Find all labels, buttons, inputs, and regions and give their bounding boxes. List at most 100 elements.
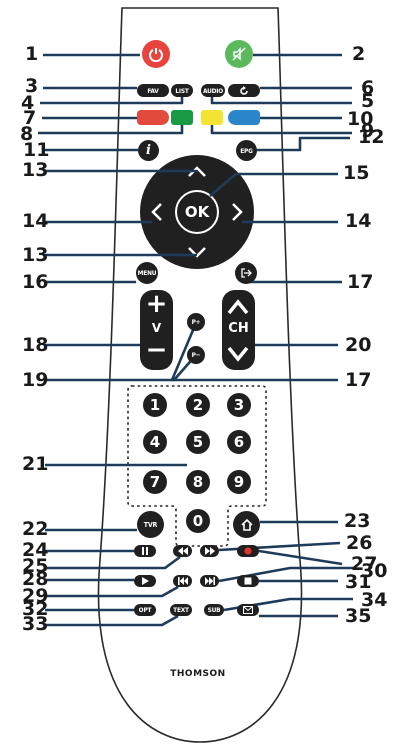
leader-line-27 <box>258 549 343 566</box>
refresh-icon <box>240 85 248 95</box>
digit-button-5[interactable]: 5 <box>186 430 210 454</box>
play-button[interactable] <box>134 575 156 587</box>
callout-number-8: 8 <box>20 123 34 145</box>
mail-button[interactable] <box>237 604 259 616</box>
leader-line-4 <box>40 97 184 105</box>
home-button[interactable] <box>233 511 260 538</box>
callout-number-15: 15 <box>343 162 370 184</box>
red-button[interactable] <box>137 110 169 125</box>
leader-line-29 <box>45 585 179 598</box>
opt-button[interactable]: OPT <box>134 604 156 616</box>
digit-button-2[interactable]: 2 <box>186 393 210 417</box>
home-icon <box>240 518 253 531</box>
skip-back-icon <box>177 577 188 585</box>
callout-number-9: 9 <box>361 120 375 142</box>
callout-number-7: 7 <box>23 107 37 129</box>
callout-number-31: 31 <box>345 571 372 593</box>
digit-button-8[interactable]: 8 <box>186 470 210 494</box>
menu-button[interactable]: MENU <box>136 262 158 284</box>
tvr-button[interactable]: TVR <box>137 511 164 538</box>
leader-lines <box>38 53 353 627</box>
dpad-left-icon <box>151 203 162 221</box>
callout-number-17a: 17 <box>347 271 374 293</box>
record-icon <box>244 547 252 555</box>
leader-line-33 <box>45 614 179 627</box>
callout-number-28: 28 <box>22 568 49 590</box>
pause-icon <box>142 547 148 555</box>
leader-line-25 <box>45 555 181 570</box>
callout-number-10: 10 <box>347 108 374 130</box>
vol-v-label: V <box>151 321 162 335</box>
mute-icon <box>232 47 246 61</box>
callout-number-32: 32 <box>22 598 49 620</box>
vol-minus-label: − <box>145 335 168 365</box>
callout-number-27: 27 <box>351 553 378 575</box>
p-minus-button[interactable]: P− <box>187 346 205 364</box>
ch-up-icon <box>227 299 249 315</box>
callout-number-26: 26 <box>346 532 373 554</box>
callout-number-6: 6 <box>361 77 375 99</box>
text-button[interactable]: TEXT <box>170 604 192 616</box>
digit-button-9[interactable]: 9 <box>227 470 251 494</box>
callout-number-14b: 14 <box>345 210 372 232</box>
callout-number-35: 35 <box>345 605 372 627</box>
p-plus-button[interactable]: P+ <box>187 313 205 331</box>
digit-button-4[interactable]: 4 <box>143 430 167 454</box>
list-button[interactable]: LIST <box>171 84 193 97</box>
callout-number-3: 3 <box>25 75 39 97</box>
next-button[interactable] <box>200 575 219 587</box>
volume-rocker[interactable] <box>140 290 173 370</box>
exit-button[interactable] <box>235 262 257 284</box>
callout-number-19: 19 <box>22 369 49 391</box>
callout-number-25: 25 <box>22 555 49 577</box>
play-icon <box>142 577 149 585</box>
ch-label: CH <box>228 321 249 336</box>
power-button[interactable] <box>142 40 170 68</box>
ok-label: OK <box>184 203 210 221</box>
digit-button-7[interactable]: 7 <box>143 470 167 494</box>
mute-button[interactable] <box>225 40 253 68</box>
dpad-up-icon <box>188 166 206 177</box>
sub-button[interactable]: SUB <box>204 604 224 616</box>
digit-button-3[interactable]: 3 <box>227 393 251 417</box>
audio-button[interactable]: AUDIO <box>201 84 225 97</box>
ok-button[interactable] <box>175 190 219 234</box>
leader-line-8 <box>38 125 184 135</box>
callout-number-5: 5 <box>361 90 375 112</box>
digit-button-0[interactable]: 0 <box>186 509 210 533</box>
dpad-right-icon <box>232 203 243 221</box>
callout-number-16: 16 <box>22 271 49 293</box>
vol-plus-label: + <box>145 289 168 319</box>
blue-button[interactable] <box>228 110 260 125</box>
pause-button[interactable] <box>134 545 156 557</box>
info-button[interactable]: i <box>138 140 159 161</box>
callout-number-4: 4 <box>21 92 35 114</box>
callout-number-33: 33 <box>22 613 49 635</box>
leader-line-5 <box>210 97 352 105</box>
fast-forward-button[interactable] <box>200 545 219 557</box>
leader-line-15 <box>209 172 338 197</box>
rewind-icon <box>177 547 188 555</box>
yellow-button[interactable] <box>201 110 223 125</box>
stop-icon <box>244 577 252 585</box>
record-button[interactable] <box>237 545 259 557</box>
callout-number-13a: 13 <box>22 159 49 181</box>
rewind-button[interactable] <box>173 545 192 557</box>
stop-button[interactable] <box>237 575 259 587</box>
leader-line-12 <box>257 136 350 152</box>
power-icon <box>149 48 163 62</box>
fav-button[interactable]: FAV <box>137 84 169 97</box>
leader-line-9 <box>210 125 352 135</box>
epg-button[interactable]: EPG <box>236 140 257 161</box>
callout-number-14a: 14 <box>22 210 49 232</box>
digit-button-6[interactable]: 6 <box>227 430 251 454</box>
fast-forward-icon <box>204 547 215 555</box>
green-button[interactable] <box>171 110 193 125</box>
previous-button[interactable] <box>173 575 192 587</box>
digit-button-1[interactable]: 1 <box>143 393 167 417</box>
callout-number-18: 18 <box>22 334 49 356</box>
callout-number-2: 2 <box>352 43 366 65</box>
callout-number-23: 23 <box>344 510 371 532</box>
recall-button[interactable] <box>228 84 260 97</box>
callout-number-11: 11 <box>23 139 50 161</box>
